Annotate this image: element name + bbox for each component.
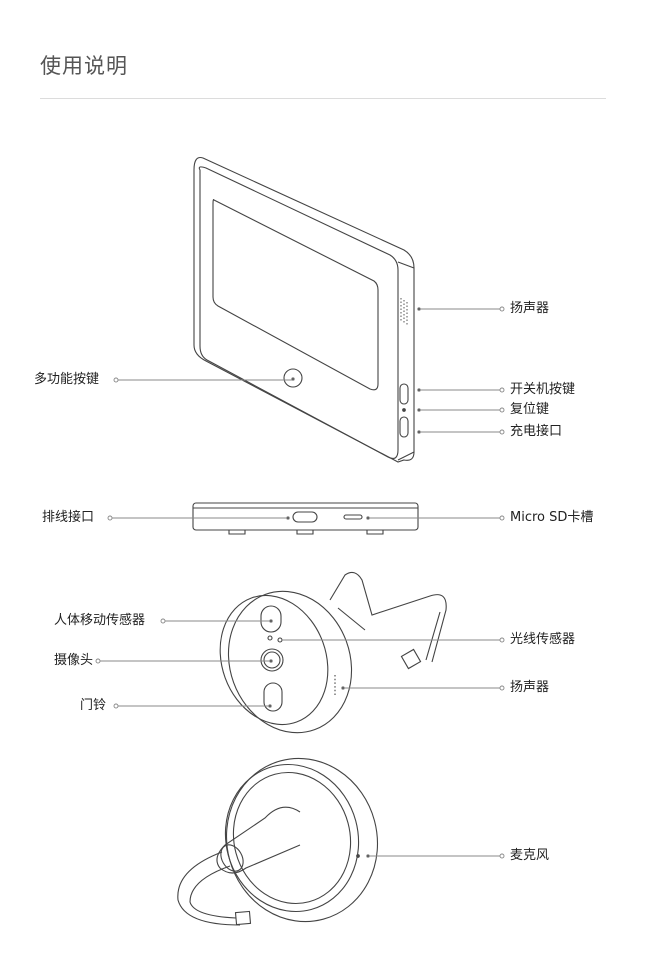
label-power-button: 开关机按键: [510, 382, 576, 397]
power-button: [399, 383, 409, 405]
doorbell-front-illustration: [219, 571, 447, 734]
label-multi-function-button: 多功能按键: [34, 372, 100, 387]
label-reset-button: 复位键: [510, 402, 550, 417]
label-pir-sensor: 人体移动传感器: [54, 613, 146, 628]
label-doorbell-speaker: 扬声器: [510, 680, 550, 695]
label-microphone: 麦克风: [510, 848, 550, 863]
label-cable-port: 排线接口: [42, 510, 95, 525]
label-light-sensor: 光线传感器: [510, 632, 576, 647]
charge-port: [399, 416, 409, 438]
doorbell-button: [263, 682, 283, 712]
title-divider: [40, 98, 606, 99]
camera: [260, 648, 284, 672]
cable-port: [292, 511, 318, 523]
pir-sensor: [260, 605, 282, 633]
speaker-grille: [400, 298, 408, 326]
label-camera: 摄像头: [54, 653, 94, 668]
label-charge-port: 充电接口: [510, 424, 563, 439]
light-sensor: [277, 637, 283, 643]
tablet-illustration: [193, 156, 415, 463]
label-sd-slot: Micro SD卡槽: [510, 510, 594, 525]
label-doorbell: 门铃: [80, 698, 107, 713]
bottom-view-illustration: [192, 502, 419, 535]
multi-function-button: [283, 368, 303, 388]
label-speaker: 扬声器: [510, 301, 550, 316]
page-title: 使用说明: [40, 54, 128, 78]
sd-slot: [343, 514, 363, 520]
doorbell-back-illustration: [177, 757, 379, 926]
